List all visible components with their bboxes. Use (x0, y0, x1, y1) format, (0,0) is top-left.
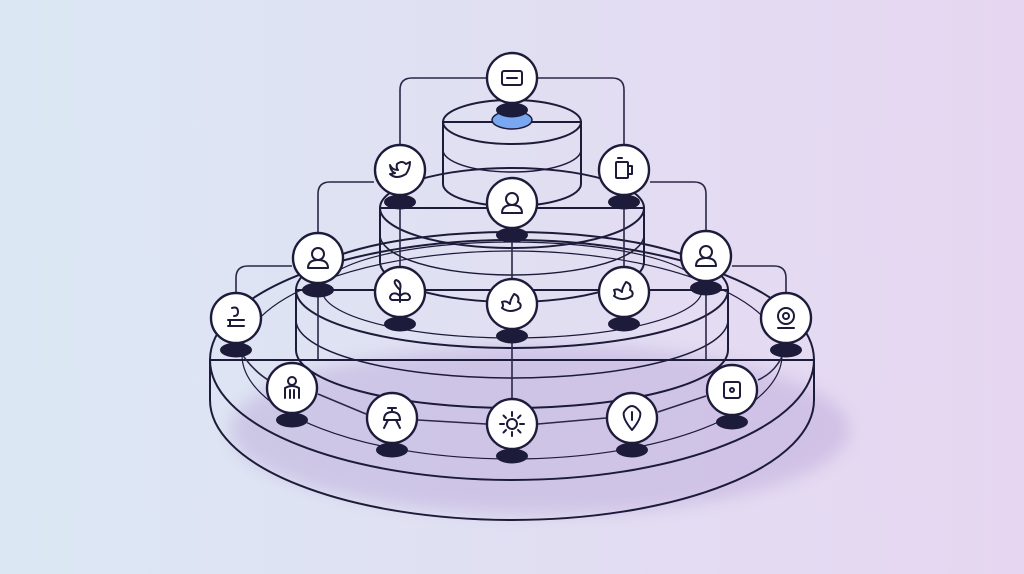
dove-icon (501, 293, 522, 312)
node-base (716, 414, 748, 430)
dove-icon (613, 281, 634, 300)
node-base (276, 412, 308, 428)
lamp-icon (383, 407, 401, 429)
node-circle (373, 143, 427, 197)
node-base (376, 442, 408, 458)
node-profile-center (485, 176, 539, 243)
node-base (496, 102, 528, 118)
bird-icon (389, 161, 411, 178)
user-icon (501, 192, 523, 214)
node-lamp (365, 391, 419, 458)
person-icon (284, 376, 300, 399)
node-bird-right (597, 265, 651, 332)
webcam-icon (777, 307, 795, 329)
node-base (302, 282, 334, 298)
node-circle (679, 229, 733, 283)
node-circle (291, 231, 345, 285)
user-icon (307, 247, 329, 269)
node-cup (597, 143, 651, 210)
square-dot-icon (723, 381, 741, 399)
sprout-icon (389, 279, 411, 303)
node-base (616, 442, 648, 458)
node-circle (209, 291, 263, 345)
sun-icon (499, 411, 525, 437)
node-base (384, 194, 416, 210)
node-base (608, 194, 640, 210)
user-icon (695, 245, 717, 267)
node-webcam (759, 291, 813, 358)
node-bird-center (485, 277, 539, 344)
node-circle (485, 277, 539, 331)
base-shadow (230, 345, 850, 515)
node-base (608, 316, 640, 332)
node-user-left (291, 231, 345, 298)
node-circle (705, 363, 759, 417)
node-circle (485, 176, 539, 230)
node-user-right (679, 229, 733, 296)
cup-icon (615, 157, 633, 179)
node-circle (597, 265, 651, 319)
figure-icon (227, 306, 245, 327)
node-circle (485, 397, 539, 451)
node-pin (605, 391, 659, 458)
node-twitter (373, 143, 427, 210)
node-base (496, 328, 528, 344)
node-top (485, 51, 539, 118)
node-sun (485, 397, 539, 464)
node-base (220, 342, 252, 358)
location-pin-icon (622, 405, 642, 431)
node-base (496, 448, 528, 464)
node-base (690, 280, 722, 296)
node-circle (265, 361, 319, 415)
node-base (384, 316, 416, 332)
node-base (496, 227, 528, 243)
window-icon (501, 70, 523, 86)
node-square (705, 363, 759, 430)
node-base (770, 342, 802, 358)
node-circle (365, 391, 419, 445)
nodes (209, 51, 813, 464)
node-circle (597, 143, 651, 197)
node-sprout (373, 265, 427, 332)
node-person-outline (265, 361, 319, 428)
node-stool (209, 291, 263, 358)
